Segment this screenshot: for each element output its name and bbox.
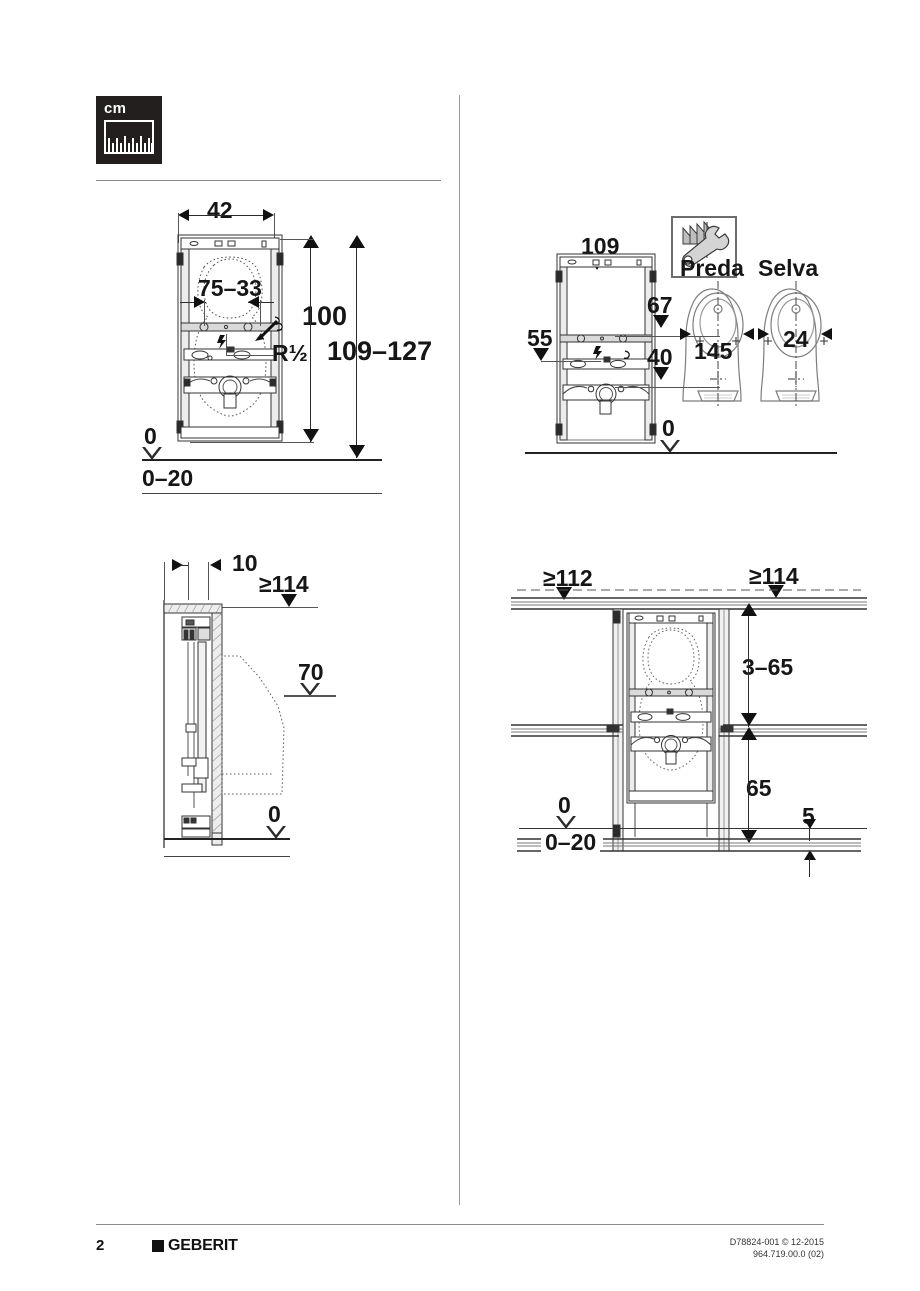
column-divider bbox=[459, 95, 460, 1205]
datum-triangle-side bbox=[266, 826, 286, 839]
figure-front-view: 42 bbox=[130, 195, 433, 495]
level-line-70 bbox=[284, 695, 336, 697]
arrow-up-65 bbox=[741, 727, 757, 740]
thread-symbol-icon bbox=[255, 316, 283, 341]
sub-floor-line bbox=[142, 493, 382, 494]
datum-label-0-right: 0 bbox=[662, 415, 675, 441]
dim-height-109: 109 bbox=[581, 233, 620, 259]
datum-label-0-side: 0 bbox=[268, 801, 281, 827]
dim-floor-build-up: 0–20 bbox=[142, 465, 194, 491]
arrow-down-65 bbox=[741, 830, 757, 843]
dim-projection-70: 70 bbox=[298, 659, 324, 685]
ceiling-guide-line bbox=[517, 589, 861, 591]
figure-side-view: 10 ≥114 bbox=[150, 550, 430, 870]
doc-ref-line-1: D78824-001 © 12-2015 bbox=[729, 1237, 824, 1247]
footer-rule bbox=[96, 1224, 824, 1225]
floor-line-side bbox=[164, 838, 290, 840]
datum-label-0: 0 bbox=[144, 423, 157, 449]
upper-wall-band bbox=[511, 597, 867, 610]
dim-range-3-65: 3–65 bbox=[742, 654, 794, 680]
arrow-down-40 bbox=[653, 367, 669, 380]
dim-height-55: 55 bbox=[527, 325, 553, 351]
arrow-down-100 bbox=[303, 429, 319, 442]
dim-floor-build-up-section: 0–20 bbox=[541, 831, 601, 854]
figure-frame-with-ceramics: Preda Selva 109 bbox=[505, 195, 865, 485]
figure-wall-section: ≥112 ≥114 bbox=[505, 555, 875, 885]
ceramic-preda bbox=[682, 281, 744, 407]
datum-triangle-70 bbox=[300, 683, 320, 696]
arrow-up-100 bbox=[303, 235, 319, 248]
datum-triangle-section bbox=[556, 816, 576, 829]
factory-wrench-icon bbox=[671, 216, 737, 278]
arrow-down-range bbox=[349, 445, 365, 458]
dim-min-height-112: ≥112 bbox=[543, 565, 593, 591]
arrow-right-width bbox=[263, 209, 274, 221]
dim-height-40: 40 bbox=[647, 344, 673, 370]
arrow-up-3-65 bbox=[741, 603, 757, 616]
arrow-left-10 bbox=[210, 559, 221, 571]
arrow-right-10a bbox=[172, 559, 183, 571]
datum-triangle-right bbox=[660, 440, 680, 453]
arrow-down-3-65 bbox=[741, 713, 757, 726]
arrow-down-67 bbox=[653, 315, 669, 328]
sub-floor-line-side bbox=[164, 856, 290, 857]
dim-height-range: 109–127 bbox=[327, 336, 433, 366]
product-label-selva: Selva bbox=[758, 255, 819, 281]
arrow-down-114 bbox=[281, 594, 297, 607]
product-label-preda: Preda bbox=[680, 255, 744, 281]
doc-ref-line-2: 964.719.00.0 (02) bbox=[752, 1249, 824, 1259]
arrow-up-5 bbox=[804, 850, 816, 860]
dim-height-65: 65 bbox=[746, 775, 772, 801]
floor-line-section bbox=[519, 828, 867, 829]
arrow-left-selva bbox=[821, 328, 832, 340]
mid-wall-band-left bbox=[511, 724, 623, 737]
dim-offset-10: 10 bbox=[232, 550, 258, 576]
dim-inlet-range: 75–33 bbox=[198, 275, 262, 301]
arrow-right-preda bbox=[680, 328, 691, 340]
dim-min-height-114: ≥114 bbox=[259, 571, 309, 597]
arrow-left-preda bbox=[743, 328, 754, 340]
document-reference: D78824-001 © 12-2015 964.719.00.0 (02) bbox=[730, 1236, 824, 1260]
arrow-up-range bbox=[349, 235, 365, 248]
arrow-left-width bbox=[178, 209, 189, 221]
brand-name: GEBERIT bbox=[168, 1237, 238, 1254]
unit-badge-cm: cm bbox=[96, 96, 162, 164]
ceramic-selva bbox=[760, 281, 828, 407]
dim-width-selva: 24 bbox=[783, 326, 809, 352]
brand-square-icon bbox=[152, 1240, 164, 1252]
floor-line-right bbox=[525, 452, 837, 454]
arrow-down-55 bbox=[533, 348, 549, 361]
dim-min-height-114-sec: ≥114 bbox=[749, 563, 799, 589]
brand-logo: GEBERIT bbox=[152, 1237, 238, 1255]
arrow-inlet-right bbox=[194, 296, 205, 308]
arrow-down-5 bbox=[804, 819, 816, 829]
datum-label-0-section: 0 bbox=[558, 792, 571, 818]
dim-width-42: 42 bbox=[207, 197, 233, 223]
datum-triangle bbox=[142, 447, 162, 460]
arrow-right-selva bbox=[758, 328, 769, 340]
callout-thread-r-half: R½ bbox=[272, 340, 308, 366]
arrow-down-114-sec bbox=[768, 585, 784, 598]
frame-drawing-side-right bbox=[555, 253, 657, 444]
unit-badge-label: cm bbox=[104, 100, 127, 117]
arrow-inlet-left bbox=[248, 296, 259, 308]
dim-width-preda: 145 bbox=[694, 338, 733, 364]
frame-drawing-section bbox=[612, 608, 730, 852]
ruler-icon bbox=[104, 120, 154, 154]
dim-height-100: 100 bbox=[302, 301, 348, 331]
page-number: 2 bbox=[96, 1237, 105, 1254]
dim-height-67: 67 bbox=[647, 292, 673, 318]
floor-line bbox=[142, 459, 382, 461]
section-rule-top-left bbox=[96, 180, 441, 181]
